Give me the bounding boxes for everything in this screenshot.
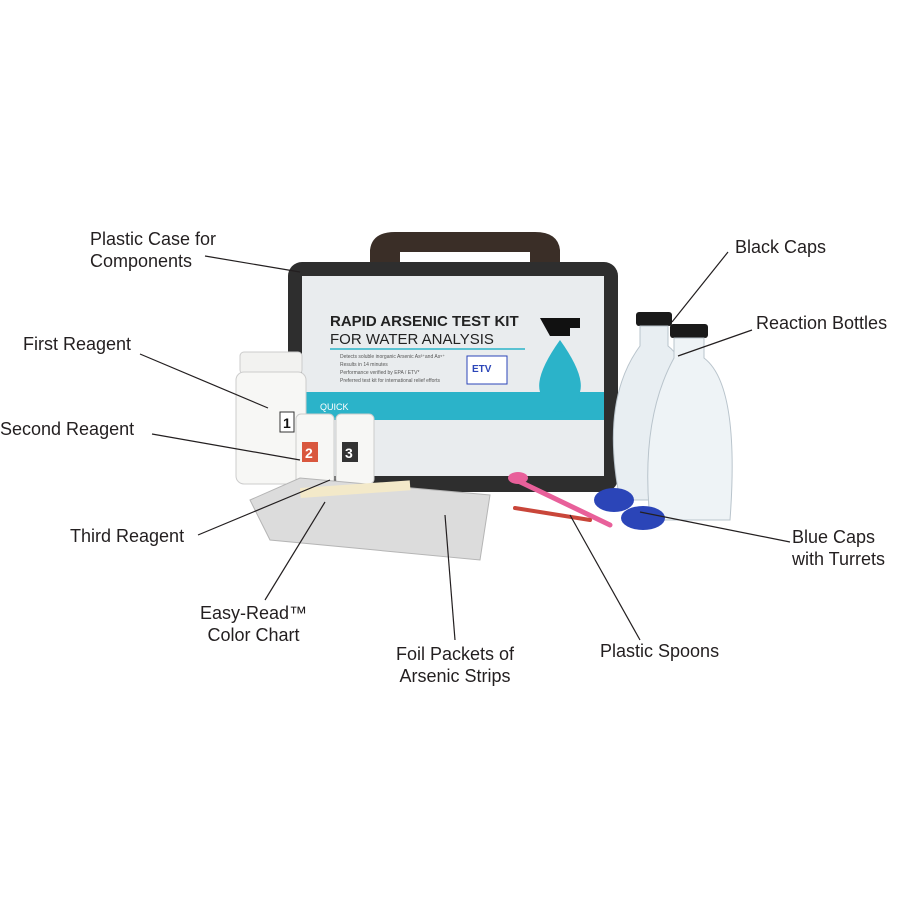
blue-cap: [621, 506, 665, 530]
case-bullet: Performance verified by EPA / ETV*: [340, 370, 419, 376]
case-handle: [370, 232, 560, 262]
label-line: Components: [90, 251, 193, 271]
blue-cap: [594, 488, 634, 512]
red-spoon: [513, 506, 592, 522]
label-line: Foil Packets of: [396, 644, 515, 664]
faucet-icon: [540, 318, 580, 336]
case-title-1: RAPID ARSENIC TEST KIT: [330, 313, 519, 330]
label-line: Blue Caps: [792, 527, 876, 547]
case-bullet: Detects soluble inorganic Arsenic As³⁺an…: [340, 354, 445, 360]
label-second-reagent: Second Reagent: [0, 419, 135, 439]
black-cap: [636, 312, 672, 326]
label-third-reagent: Third Reagent: [70, 526, 185, 546]
foil-packets: [249, 477, 491, 561]
label-line: Easy-Read™: [200, 603, 308, 623]
label-line: Plastic Case for: [90, 229, 217, 249]
case-bullet: Preferred test kit for international rel…: [340, 378, 440, 384]
reaction-bottles: [612, 312, 733, 521]
label-plastic-spoons: Plastic Spoons: [600, 641, 720, 661]
label-reaction-bottles: Reaction Bottles: [756, 313, 888, 333]
case-title-2: FOR WATER ANALYSIS: [330, 331, 494, 348]
reagent-number: 3: [345, 445, 353, 461]
label-line: Color Chart: [207, 625, 300, 645]
second-reagent-bottle: 2: [295, 413, 335, 485]
quick-brand: QUICK: [320, 402, 349, 412]
label-first-reagent: First Reagent: [23, 334, 132, 354]
first-reagent-bottle: 1: [235, 351, 307, 485]
label-line: with Turrets: [792, 549, 886, 569]
black-cap: [670, 324, 708, 338]
reagent-number: 2: [305, 445, 313, 461]
label-line: Arsenic Strips: [399, 666, 511, 686]
label-black-caps: Black Caps: [735, 237, 827, 257]
reagent-number: 1: [283, 415, 291, 431]
third-reagent-bottle: 3: [335, 413, 375, 485]
etv-badge: [466, 355, 508, 385]
leader-lines: [139, 251, 791, 641]
case-bullet: Results in 14 minutes: [340, 362, 388, 368]
color-chart: [300, 480, 411, 498]
water-drop-icon: [539, 340, 581, 412]
pink-spoon: [509, 475, 613, 528]
etv-badge-text: ETV: [472, 364, 492, 375]
